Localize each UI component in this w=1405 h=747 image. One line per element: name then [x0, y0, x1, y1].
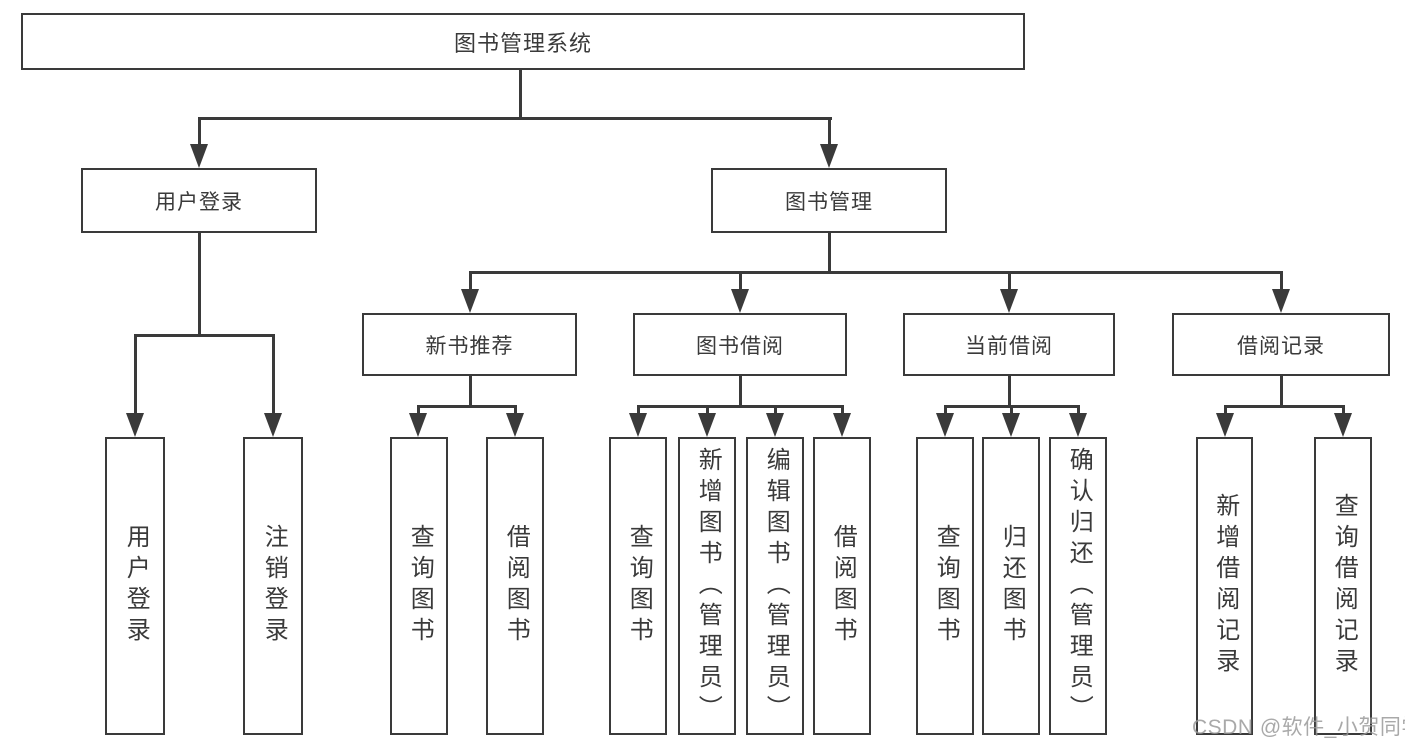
connector-recommendation-stem — [468, 375, 472, 406]
connector-drop-login-leaf — [133, 334, 137, 413]
arrow-down-icon — [731, 289, 749, 313]
node-book-management: 图书管理 — [711, 168, 947, 233]
node-book-borrowing: 图书借阅 — [633, 313, 847, 376]
arrow-down-icon — [506, 413, 524, 437]
connector-drop — [705, 405, 709, 413]
connector-root-stem — [518, 70, 522, 118]
leaf-user-login: 用户登录 — [105, 437, 165, 735]
leaf-add-book-admin: 新增图书（管理员） — [678, 437, 736, 735]
leaf-edit-book-admin: 编辑图书（管理员） — [746, 437, 804, 735]
connector-borrowing-stem — [738, 375, 742, 406]
connector-drop — [1076, 405, 1080, 413]
connector-drop-new-book-recommendation — [468, 271, 472, 289]
connector-records-stem — [1279, 375, 1283, 406]
node-borrowing-records: 借阅记录 — [1172, 313, 1390, 376]
connector-drop — [1223, 405, 1227, 413]
leaf-query-books-recommendation: 查询图书 — [390, 437, 448, 735]
arrow-down-icon — [629, 413, 647, 437]
connector-borrowing-bus — [636, 404, 844, 408]
connector-drop-book-management — [827, 117, 831, 144]
leaf-confirm-return-admin: 确认归还（管理员） — [1049, 437, 1107, 735]
arrow-down-icon — [833, 413, 851, 437]
connector-drop — [513, 405, 517, 413]
leaf-borrow-books-recommendation: 借阅图书 — [486, 437, 544, 735]
connector-recommendation-bus — [416, 404, 517, 408]
leaf-query-books-current: 查询图书 — [916, 437, 974, 735]
connector-drop — [773, 405, 777, 413]
connector-drop — [1341, 405, 1345, 413]
arrow-down-icon — [1000, 289, 1018, 313]
leaf-return-book: 归还图书 — [982, 437, 1040, 735]
connector-drop — [840, 405, 844, 413]
arrow-down-icon — [698, 413, 716, 437]
leaf-query-borrow-record: 查询借阅记录 — [1314, 437, 1372, 735]
arrow-down-icon — [126, 413, 144, 437]
connector-drop-current-borrowing — [1007, 271, 1011, 289]
arrow-down-icon — [1069, 413, 1087, 437]
node-new-book-recommendation: 新书推荐 — [362, 313, 577, 376]
leaf-logout: 注销登录 — [243, 437, 303, 735]
connector-drop — [636, 405, 640, 413]
connector-records-bus — [1223, 404, 1345, 408]
leaf-add-borrow-record: 新增借阅记录 — [1196, 437, 1253, 735]
leaf-borrow-books-borrowing: 借阅图书 — [813, 437, 871, 735]
arrow-down-icon — [409, 413, 427, 437]
node-user-login: 用户登录 — [81, 168, 317, 233]
node-library-management-system: 图书管理系统 — [21, 13, 1025, 70]
connector-drop-borrowing-records — [1279, 271, 1283, 289]
leaf-query-books-borrowing: 查询图书 — [609, 437, 667, 735]
arrow-down-icon — [190, 144, 208, 168]
arrow-down-icon — [1272, 289, 1290, 313]
node-current-borrowing: 当前借阅 — [903, 313, 1115, 376]
arrow-down-icon — [264, 413, 282, 437]
arrow-down-icon — [936, 413, 954, 437]
connector-level1-bus — [197, 116, 832, 120]
connector-user-login-bus — [133, 333, 275, 337]
csdn-watermark: CSDN @软件_小贺同学 — [1192, 716, 1405, 739]
connector-drop — [416, 405, 420, 413]
arrow-down-icon — [820, 144, 838, 168]
arrow-down-icon — [461, 289, 479, 313]
connector-drop-book-borrowing — [738, 271, 742, 289]
arrow-down-icon — [1002, 413, 1020, 437]
connector-drop-user-login — [197, 117, 201, 144]
connector-current-stem — [1007, 375, 1011, 406]
arrow-down-icon — [1334, 413, 1352, 437]
connector-book-management-stem — [827, 232, 831, 272]
connector-drop-logout-leaf — [271, 334, 275, 413]
connector-drop — [1009, 405, 1013, 413]
arrow-down-icon — [1216, 413, 1234, 437]
connector-level2-bus — [468, 270, 1283, 274]
connector-user-login-stem — [197, 232, 201, 335]
connector-drop — [943, 405, 947, 413]
arrow-down-icon — [766, 413, 784, 437]
